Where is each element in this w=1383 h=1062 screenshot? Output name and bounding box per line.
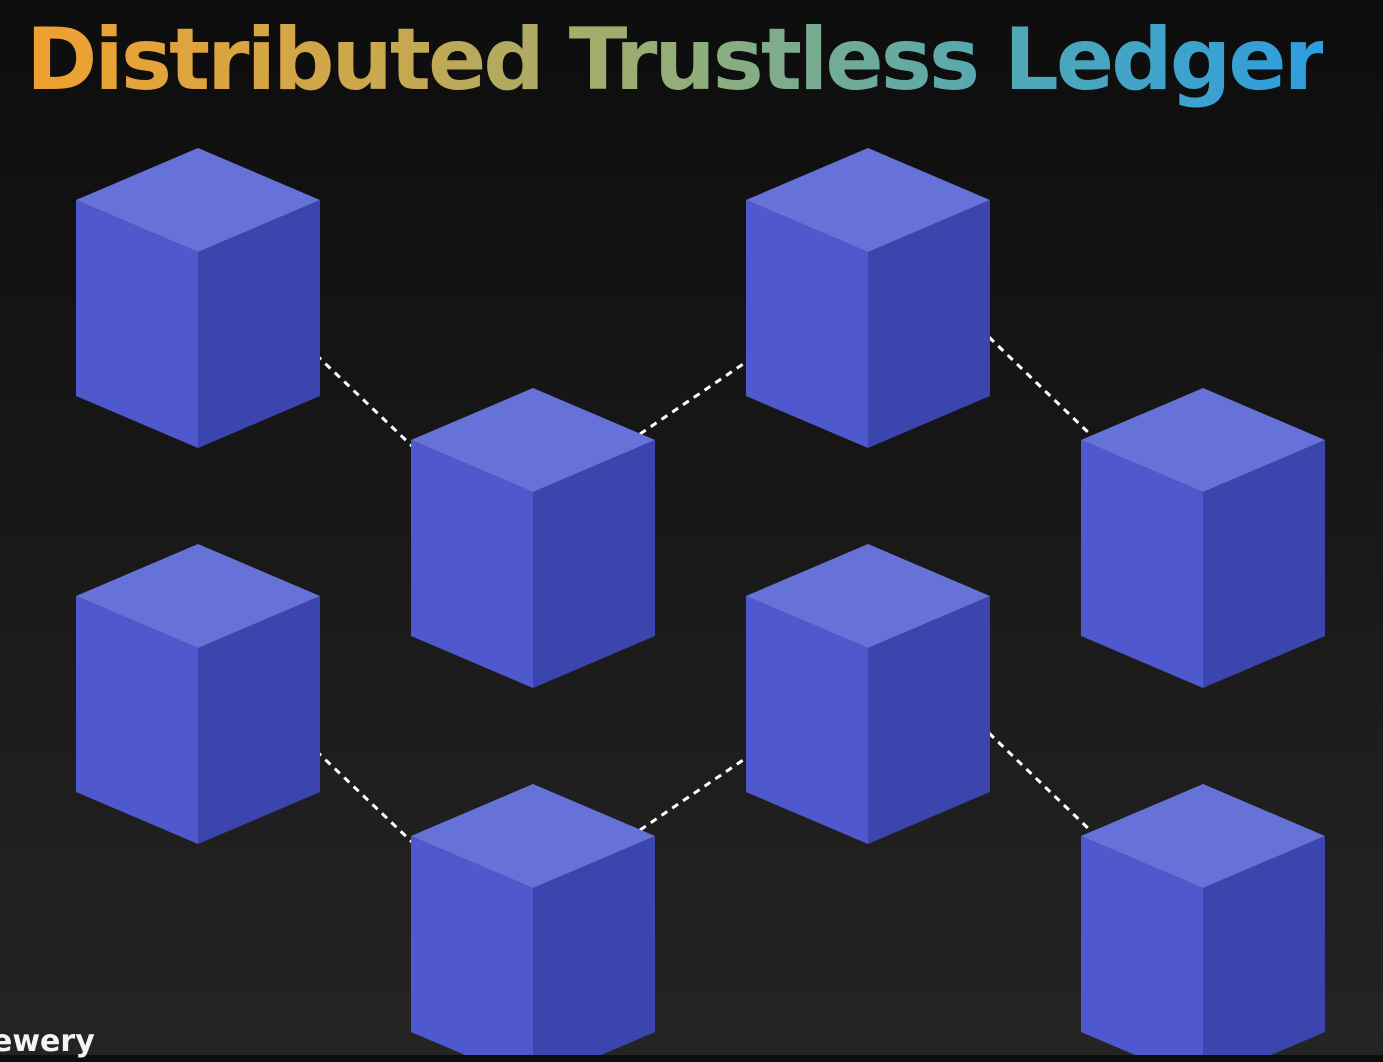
block-cube-3 [411,388,655,688]
block-top-face [1081,784,1325,888]
block-right-face [533,836,655,1055]
block-left-face [411,440,533,688]
slide-title: Distributed Trustless Ledger [26,10,1326,110]
block-cube-7 [411,784,655,1055]
chain-link-4 [248,686,414,844]
block-top-face [76,148,320,252]
block-cube-1 [76,148,320,448]
block-right-face [198,200,320,448]
block-top-face [1081,388,1325,492]
block-right-face [1203,440,1325,688]
block-cube-2 [746,148,990,448]
block-left-face [746,596,868,844]
block-right-face [868,200,990,448]
block-cube-8 [1081,784,1325,1055]
chain-link-3 [940,290,1094,438]
block-cube-5 [76,544,320,844]
chain-link-6 [940,686,1094,834]
block-right-face [198,596,320,844]
block-top-face [411,388,655,492]
block-right-face [1203,836,1325,1055]
block-left-face [411,836,533,1055]
chain-link-1 [248,290,414,448]
block-top-face [746,148,990,252]
block-right-face [533,440,655,688]
block-right-face [868,596,990,844]
block-top-face [746,544,990,648]
block-left-face [1081,440,1203,688]
block-top-face [76,544,320,648]
block-left-face [76,200,198,448]
block-cube-4 [1081,388,1325,688]
watermark-text: ewery [0,1024,95,1059]
block-left-face [746,200,868,448]
block-cube-6 [746,544,990,844]
block-top-face [411,784,655,888]
block-left-face [76,596,198,844]
block-left-face [1081,836,1203,1055]
